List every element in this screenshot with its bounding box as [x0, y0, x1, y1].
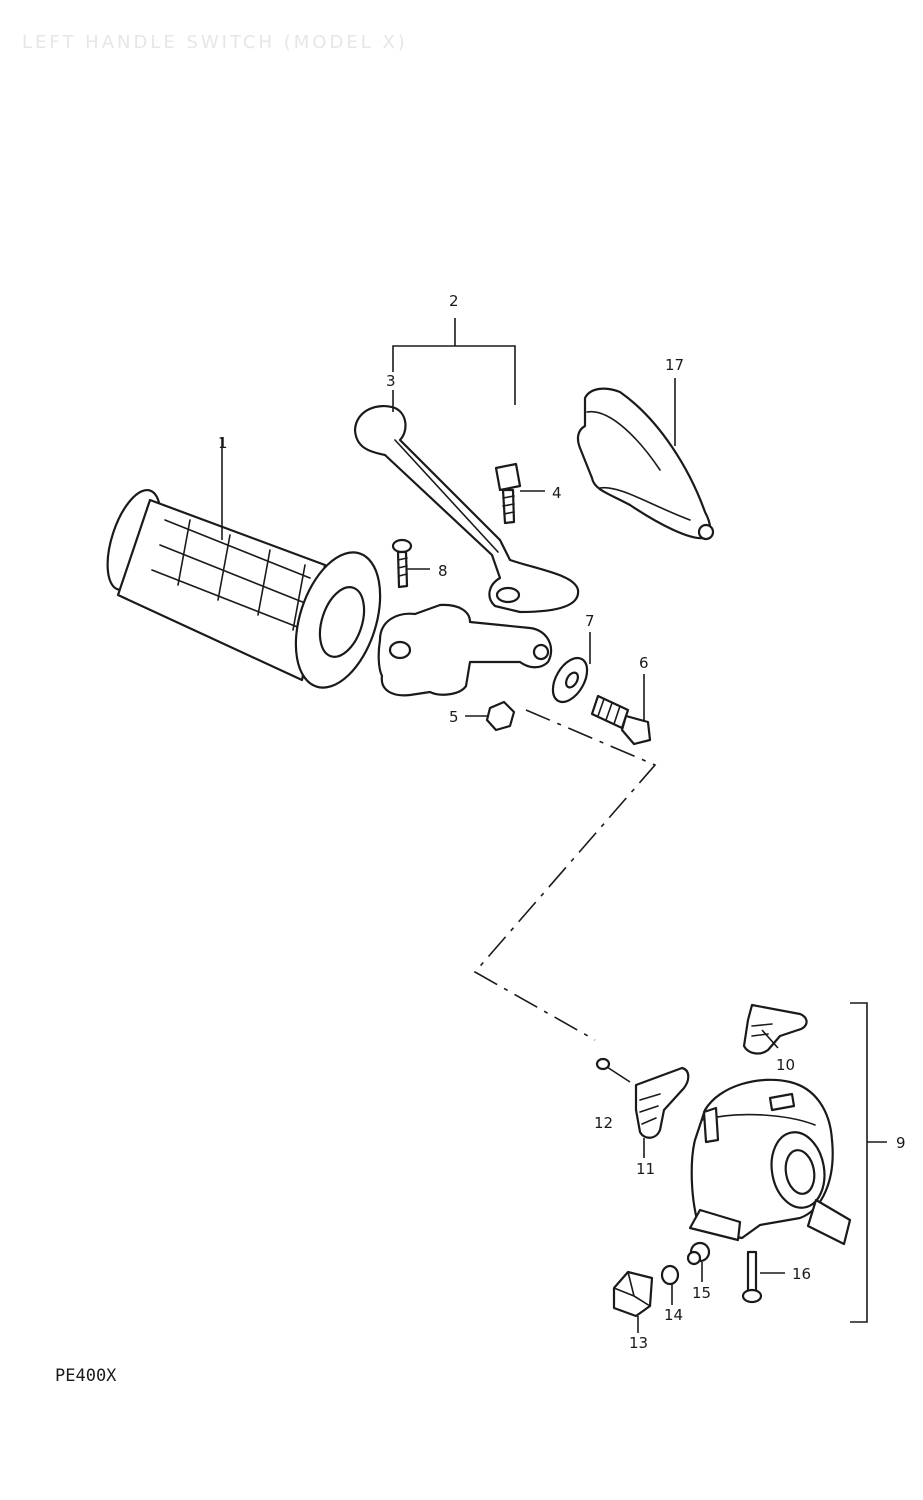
callout-5: 5	[449, 708, 459, 726]
callout-6: 6	[639, 654, 649, 672]
callout-2: 2	[449, 292, 459, 310]
callout-14: 14	[664, 1306, 683, 1324]
callout-15: 15	[692, 1284, 711, 1302]
part-8-clamp-screw	[391, 538, 413, 589]
callout-13: 13	[629, 1334, 648, 1352]
part-13-switch-button	[612, 1270, 654, 1318]
callout-1: 1	[218, 434, 228, 452]
part-6-adjuster-bolt	[590, 694, 652, 746]
faint-header-text: LEFT HANDLE SWITCH (MODEL X)	[22, 32, 408, 53]
part-4-pivot-bolt	[494, 462, 522, 525]
callout-10: 10	[776, 1056, 795, 1074]
model-code: PE400X	[55, 1366, 117, 1386]
part-10-switch-knob	[742, 1003, 808, 1055]
callout-11: 11	[636, 1160, 655, 1178]
assembly-connecting-line	[473, 709, 657, 1041]
part-12-screw	[595, 1057, 631, 1083]
part-1-handle-grip	[106, 488, 382, 689]
callout-17: 17	[665, 356, 684, 374]
part-14-spring	[660, 1264, 680, 1286]
lever-holder-bracket	[377, 603, 553, 697]
callout-4: 4	[552, 484, 562, 502]
part-16-screw	[741, 1250, 763, 1304]
callout-12: 12	[594, 1114, 613, 1132]
part-15-small-bolt	[686, 1241, 711, 1266]
part-9-handle-switch-assembly	[688, 1078, 852, 1246]
callout-labels: 2 3 1 4 8 17 7 6 5 10 12 11 9 16 15 14 1…	[218, 292, 906, 1352]
part-7-washer	[551, 656, 589, 704]
part-17-lever-boot	[576, 387, 715, 541]
callout-9: 9	[896, 1134, 906, 1152]
callout-7: 7	[585, 612, 595, 630]
callout-16: 16	[792, 1265, 811, 1283]
part-11-switch-knob	[634, 1066, 690, 1139]
part-3-clutch-lever	[353, 404, 580, 614]
leader-lines	[221, 318, 887, 1333]
part-5-nut	[485, 700, 516, 732]
callout-8: 8	[438, 562, 448, 580]
callout-3: 3	[386, 372, 396, 390]
